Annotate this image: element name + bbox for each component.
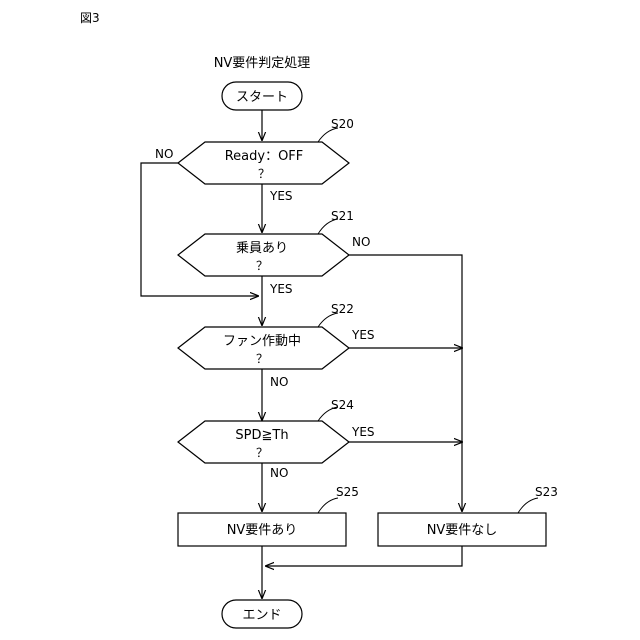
connector-s21-no xyxy=(349,255,462,511)
s22-no-label: NO xyxy=(270,375,288,389)
s24-yes-label: YES xyxy=(351,425,375,439)
s21-step-id: S21 xyxy=(331,209,354,223)
end-label: エンド xyxy=(242,608,281,623)
s20-yes-label: YES xyxy=(269,189,293,203)
s24-no-label: NO xyxy=(270,466,288,480)
s23-step-id: S23 xyxy=(535,485,558,499)
decision-s22: ファン作動中 ？ xyxy=(178,327,349,369)
s22-step-id: S22 xyxy=(331,302,354,316)
s22-yes-label: YES xyxy=(351,328,375,342)
s23-leader xyxy=(518,498,538,513)
start-terminal: スタート xyxy=(222,82,302,110)
process-s23: NV要件なし xyxy=(378,513,546,546)
decision-s20-line1: Ready：OFF xyxy=(225,149,304,164)
process-s23-label: NV要件なし xyxy=(427,523,498,538)
s25-leader xyxy=(318,498,338,513)
decision-s24: SPD≧Th ？ xyxy=(178,421,349,463)
s20-no-label: NO xyxy=(155,147,173,161)
s25-step-id: S25 xyxy=(336,485,359,499)
flowchart-title: NV要件判定処理 xyxy=(214,56,311,71)
decision-s21: 乗員あり ？ xyxy=(178,234,349,276)
decision-s24-line1: SPD≧Th xyxy=(235,428,288,443)
decision-s22-line1: ファン作動中 xyxy=(223,334,301,349)
s20-step-id: S20 xyxy=(331,117,354,131)
start-label: スタート xyxy=(236,90,288,105)
decision-s20-line2: ？ xyxy=(258,167,270,181)
decision-s20: Ready：OFF ？ xyxy=(178,142,349,184)
decision-s24-line2: ？ xyxy=(256,446,268,460)
connector-s23-merge xyxy=(266,546,462,566)
end-terminal: エンド xyxy=(222,600,302,628)
s24-step-id: S24 xyxy=(331,398,354,412)
decision-s21-line2: ？ xyxy=(256,259,268,273)
decision-s22-line2: ？ xyxy=(256,352,268,366)
s21-yes-label: YES xyxy=(269,282,293,296)
decision-s21-line1: 乗員あり xyxy=(236,241,288,256)
figure-label: 図3 xyxy=(80,11,100,25)
process-s25-label: NV要件あり xyxy=(227,523,298,538)
s21-no-label: NO xyxy=(352,235,370,249)
process-s25: NV要件あり xyxy=(178,513,346,546)
